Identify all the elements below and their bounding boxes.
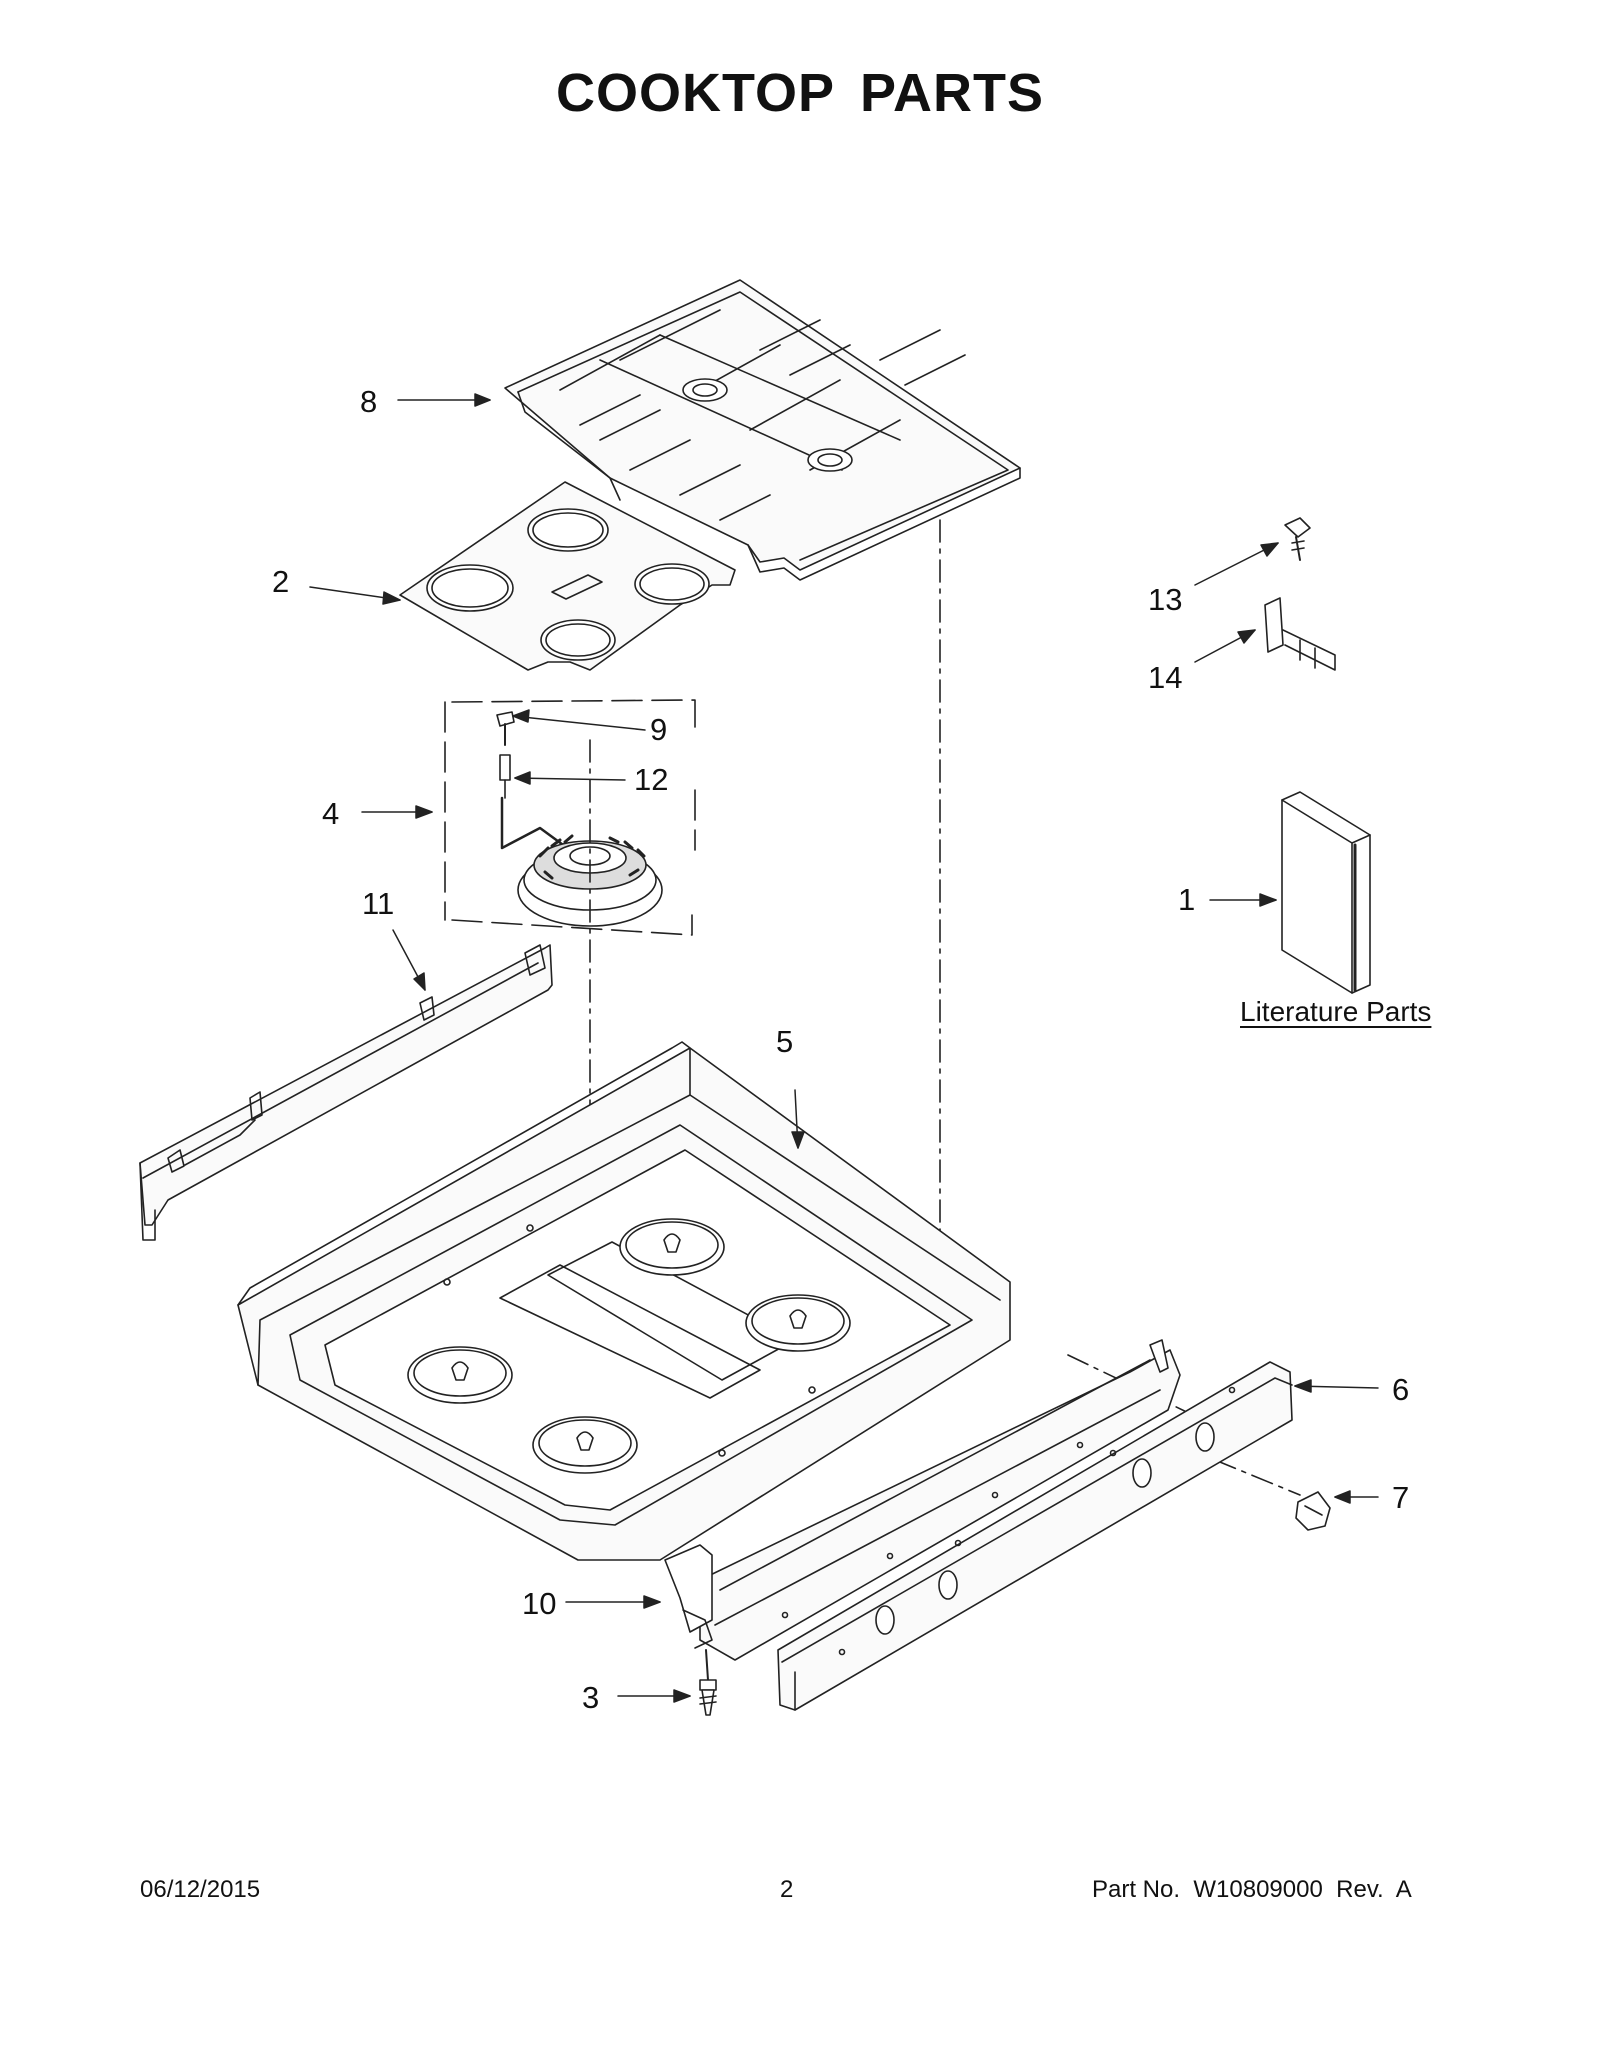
manifold-panel-icon (665, 1340, 1180, 1660)
callout-13: 13 (1148, 582, 1183, 617)
footer-page-number: 2 (780, 1876, 794, 1903)
literature-book-icon (1282, 792, 1370, 993)
callout-8: 8 (360, 384, 378, 419)
footer-date: 06/12/2015 (140, 1876, 261, 1903)
burner-assembly-box (445, 700, 695, 935)
footer-part-number: Part No. W10809000 Rev. A (1092, 1876, 1412, 1903)
cooktop-glass-icon (400, 482, 735, 670)
callout-10: 10 (522, 1586, 557, 1621)
screw-13-icon (1285, 518, 1310, 560)
callout-6: 6 (1392, 1372, 1410, 1407)
cooktop-base-icon (238, 1042, 1010, 1560)
callout-5: 5 (776, 1024, 794, 1059)
callout-9: 9 (650, 712, 668, 747)
callout-12: 12 (634, 762, 669, 797)
callout-3: 3 (582, 1680, 600, 1715)
knob-icon (1296, 1492, 1330, 1530)
screw-bottom-icon (700, 1650, 716, 1715)
callout-arrows (310, 394, 1378, 1702)
bracket-14-icon (1265, 598, 1335, 670)
grate-icon (505, 280, 1020, 580)
rear-panel-icon (140, 945, 552, 1240)
callout-7: 7 (1392, 1480, 1410, 1515)
callout-11: 11 (362, 886, 395, 921)
screw-icon (497, 712, 514, 745)
callout-2: 2 (272, 564, 290, 599)
control-panel-icon (778, 1362, 1292, 1710)
page-title: COOKTOP PARTS (555, 63, 1045, 123)
electrode-icon (500, 755, 570, 850)
callout-1: 1 (1178, 882, 1196, 917)
literature-parts-label: Literature Parts (1240, 996, 1432, 1027)
callout-4: 4 (322, 796, 340, 831)
callout-14: 14 (1148, 660, 1183, 695)
